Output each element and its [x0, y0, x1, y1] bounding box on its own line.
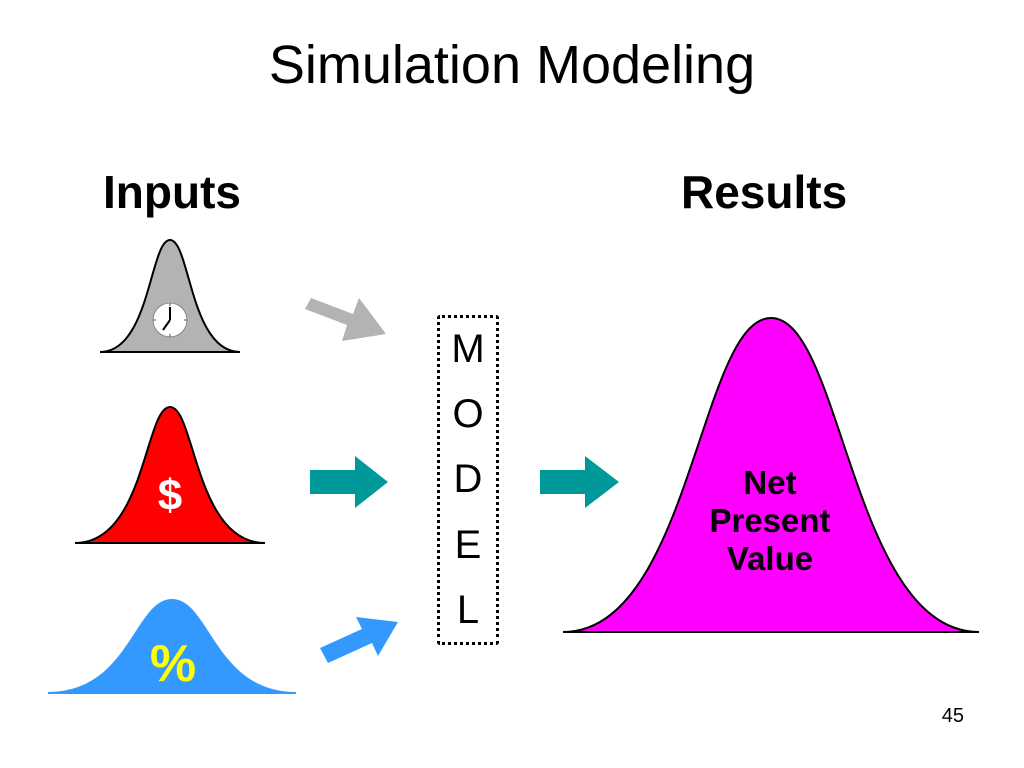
- model-letter-o: O: [452, 392, 484, 436]
- blue-arrow-icon: [320, 617, 398, 663]
- model-letter-e: E: [454, 523, 482, 567]
- dollar-label: $: [157, 471, 183, 520]
- npv-distribution-curve: [562, 316, 980, 633]
- gray-arrow-icon: [305, 298, 386, 341]
- percent-distribution-curve: [47, 598, 297, 694]
- model-letter-l: L: [456, 588, 480, 632]
- money-distribution-curve: [74, 405, 266, 544]
- page-number: 45: [941, 705, 964, 727]
- model-box: [437, 315, 499, 645]
- model-letter-m: M: [451, 327, 485, 371]
- time-distribution-curve: [99, 238, 241, 353]
- npv-label-line-1: Net: [743, 464, 797, 501]
- npv-label-line-2: Present: [709, 502, 831, 539]
- slide-title: Simulation Modeling: [268, 35, 756, 95]
- clock-icon: [152, 302, 188, 338]
- results-heading: Results: [681, 166, 848, 218]
- teal-arrow-icon: [310, 456, 388, 508]
- inputs-heading: Inputs: [103, 166, 241, 218]
- npv-label-line-3: Value: [726, 540, 814, 577]
- npv-label: Net Present Value: [660, 464, 880, 578]
- model-letter-d: D: [453, 457, 483, 501]
- result-arrow-icon: [540, 456, 619, 508]
- percent-label: %: [149, 635, 197, 693]
